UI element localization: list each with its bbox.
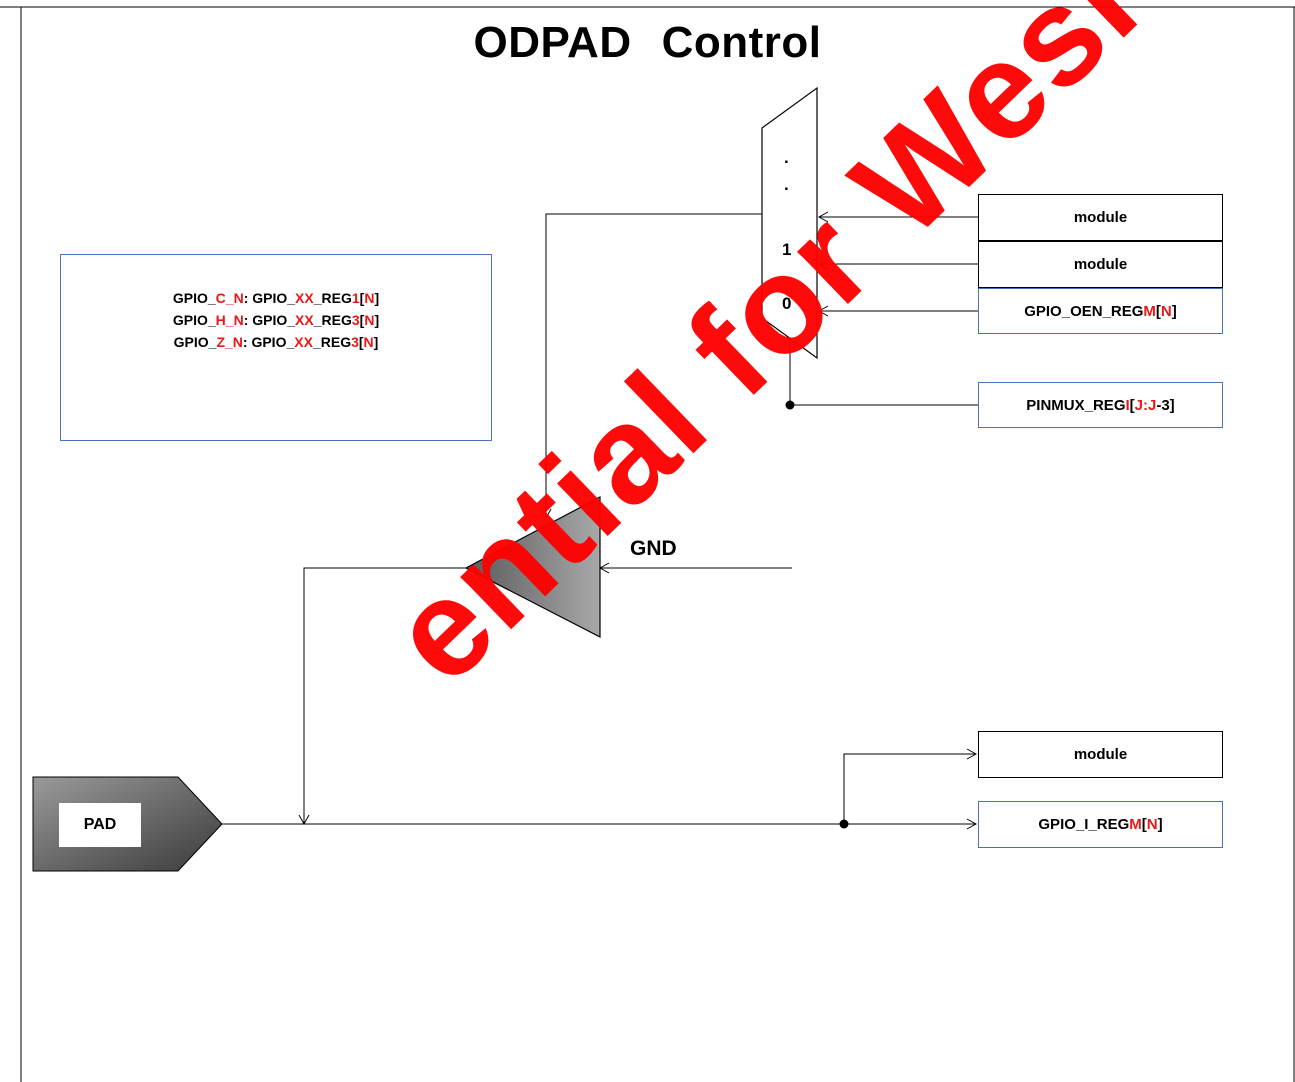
legend-line-3: GPIO_Z_N: GPIO_XX_REG3[N] bbox=[173, 333, 379, 350]
module-box-mid-label: module bbox=[1073, 256, 1128, 273]
gpio-i-reg-box: GPIO_I_REGM[N] bbox=[978, 801, 1223, 848]
title-word-1: ODPAD bbox=[473, 18, 632, 67]
arrow-select bbox=[784, 336, 796, 348]
wire-branch-module bbox=[843, 753, 976, 824]
gnd-label: GND bbox=[630, 537, 677, 560]
module-box-bottom: module bbox=[978, 731, 1223, 778]
arrow-module-bottom bbox=[966, 748, 978, 760]
mux-input-1-label: 1 bbox=[782, 240, 792, 259]
junction-pad bbox=[839, 819, 849, 829]
gpio-oen-reg-label: GPIO_OEN_REGM[N] bbox=[1024, 302, 1177, 320]
mux-shape bbox=[761, 86, 818, 360]
pinmux-reg-label: PINMUX_REGI[J:J-3] bbox=[1026, 396, 1175, 414]
module-box-top: module bbox=[978, 194, 1223, 241]
legend-line-2: GPIO_H_N: GPIO_XX_REG3[N] bbox=[172, 311, 380, 328]
legend-line-1: GPIO_C_N: GPIO_XX_REG1[N] bbox=[172, 289, 380, 306]
pad-label: PAD bbox=[59, 803, 141, 847]
wire-mux-out bbox=[545, 213, 762, 518]
arrow-module-top bbox=[817, 211, 829, 223]
gpio-oen-reg-box: GPIO_OEN_REGM[N] bbox=[978, 288, 1223, 334]
arrow-gpio-i bbox=[966, 818, 978, 830]
diagram-title: ODPAD Control bbox=[0, 18, 1295, 68]
mux-input-0-label: 0 bbox=[782, 294, 792, 313]
title-word-2: Control bbox=[661, 18, 822, 67]
mux-dot-2: . bbox=[784, 175, 789, 194]
gpio-i-reg-label: GPIO_I_REGM[N] bbox=[1038, 816, 1163, 833]
legend-box: GPIO_C_N: GPIO_XX_REG1[N] GPIO_H_N: GPIO… bbox=[60, 254, 492, 441]
wire-buffer-out bbox=[303, 567, 467, 824]
module-box-mid: module bbox=[978, 241, 1223, 288]
arrow-oen bbox=[817, 305, 829, 317]
tristate-buffer bbox=[464, 496, 601, 638]
arrow-module-mid bbox=[817, 258, 829, 270]
module-box-top-label: module bbox=[1073, 209, 1128, 226]
pinmux-reg-box: PINMUX_REGI[J:J-3] bbox=[978, 382, 1223, 428]
module-box-bottom-label: module bbox=[1073, 746, 1128, 763]
mux-dot-1: . bbox=[784, 148, 789, 167]
junction-select bbox=[785, 400, 795, 410]
arrow-enable bbox=[540, 508, 552, 520]
